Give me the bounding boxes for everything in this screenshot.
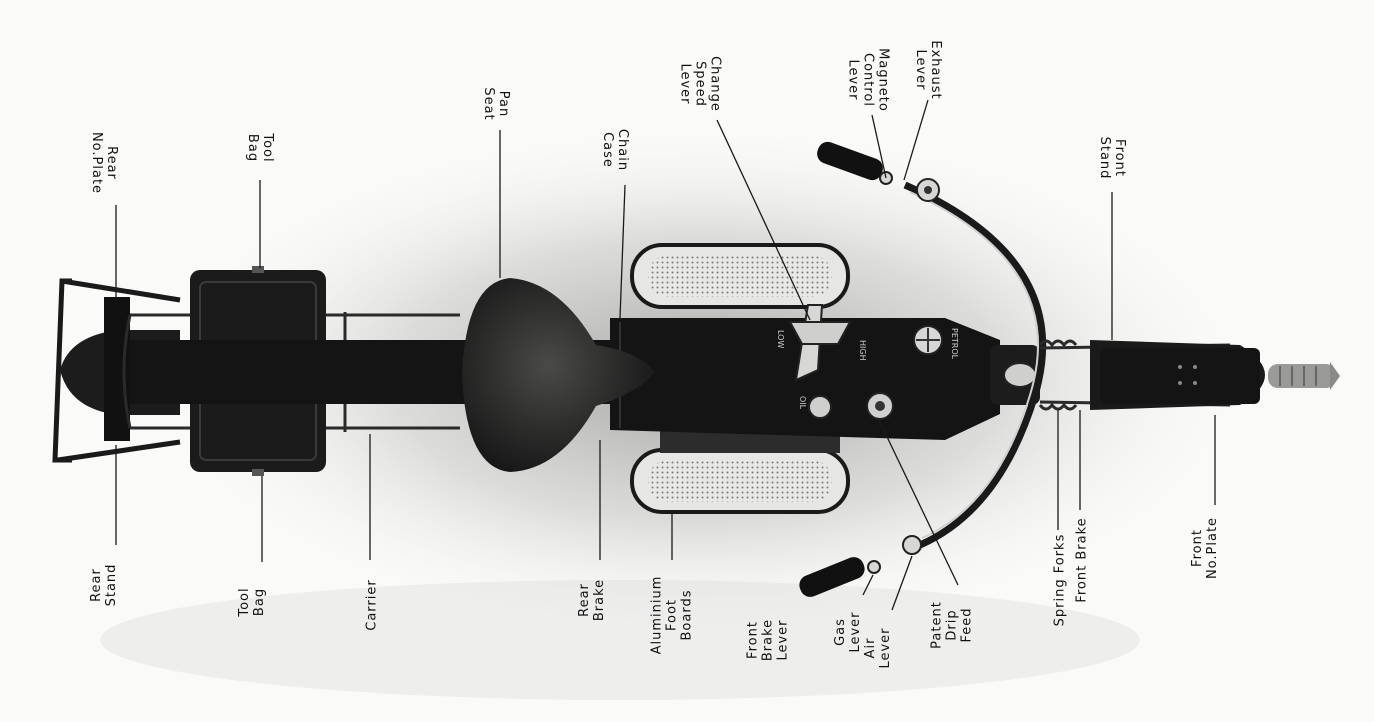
- rear-stand: [52, 278, 181, 463]
- aluminium-foot-boards: [630, 243, 850, 514]
- tank-petrol: PETROL: [950, 328, 959, 360]
- tank-oil: OIL: [798, 396, 807, 410]
- front-brake-lever-boss: [902, 535, 922, 555]
- handlebar-grip-top: [817, 141, 883, 181]
- front-number-plate: [1100, 348, 1260, 404]
- rear-number-plate: [104, 297, 130, 441]
- handlebar: [903, 181, 1046, 549]
- spring-forks: [1038, 339, 1078, 411]
- tank-low: LOW: [776, 330, 785, 348]
- oil-gauge: [808, 395, 832, 419]
- change-speed-lever-assembly: [788, 304, 852, 382]
- fuel-tank: [610, 318, 1000, 440]
- front-tyre: [1268, 364, 1336, 388]
- shadow-area-lower: [100, 580, 1140, 700]
- label-front-brake: Front Brake: [1074, 517, 1090, 603]
- leader-lines: [115, 99, 1216, 611]
- pan-seat: [462, 278, 655, 472]
- handlebar-grip-bottom: [799, 557, 865, 597]
- label-spring-forks: Spring Forks: [1052, 533, 1068, 627]
- label-carrier: Carrier: [364, 579, 380, 631]
- tank-high: HIGH: [858, 340, 867, 361]
